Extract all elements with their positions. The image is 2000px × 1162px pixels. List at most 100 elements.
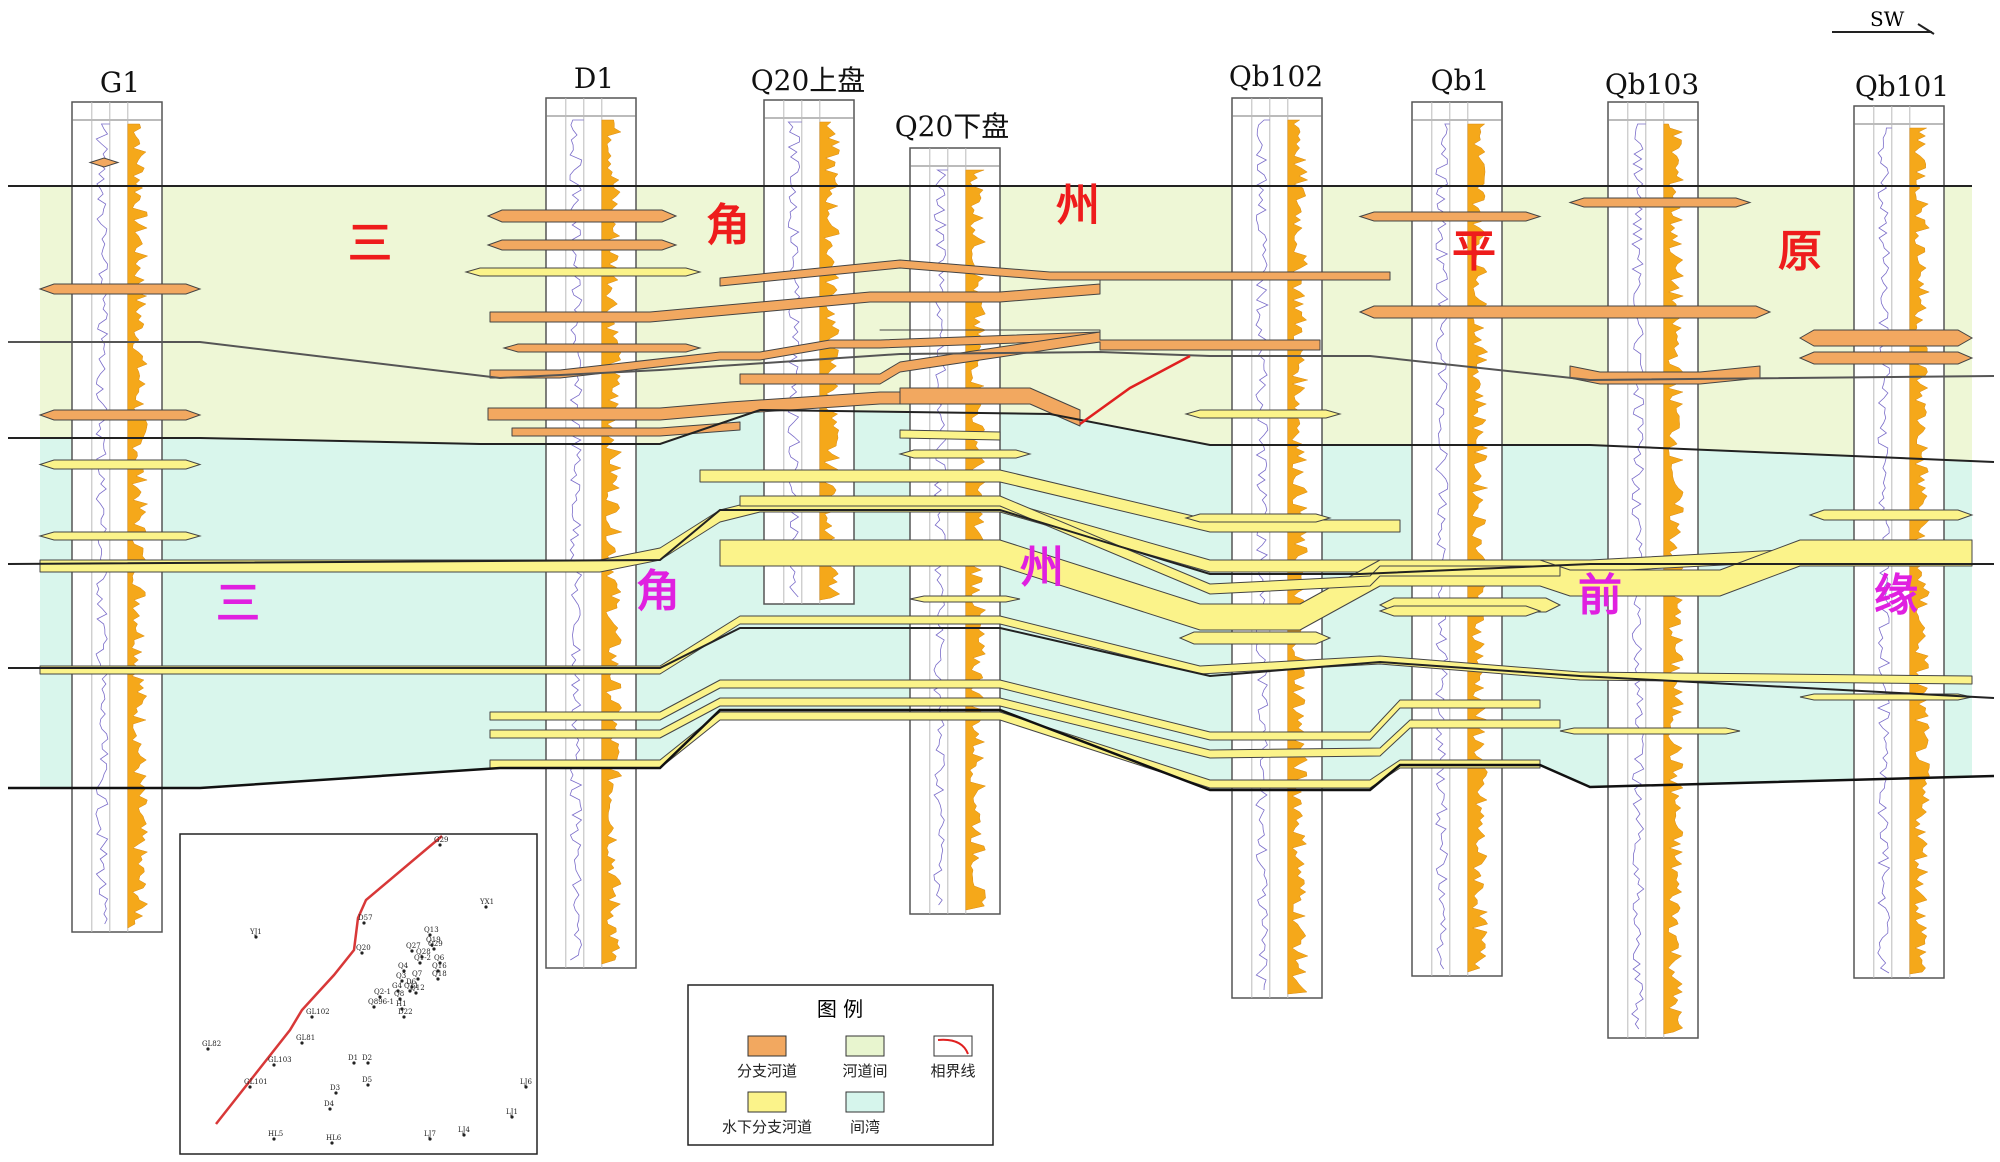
inset-frame bbox=[179, 833, 538, 1155]
log-curve-line bbox=[569, 119, 584, 961]
inset-well-dot bbox=[334, 1091, 338, 1095]
inset-well-label: Q896-1 bbox=[368, 998, 394, 1006]
facies-label-lower: 前 bbox=[1578, 570, 1622, 621]
inset-well-label: YX1 bbox=[479, 898, 494, 906]
legend-label: 水下分支河道 bbox=[722, 1118, 812, 1136]
inset-well-dot bbox=[410, 985, 414, 989]
sand-bodies bbox=[38, 157, 1974, 789]
inset-well-label: Q13 bbox=[424, 926, 439, 934]
log-curve-line bbox=[787, 121, 802, 598]
inset-well-label: HL5 bbox=[268, 1130, 283, 1138]
well-title: D1 bbox=[574, 62, 614, 95]
inset-well-label: G4 bbox=[392, 982, 403, 990]
inset-well-label: Q16 bbox=[432, 962, 447, 970]
horizon-line bbox=[8, 708, 1995, 792]
log-curve-line bbox=[933, 169, 948, 906]
direction-arrow-icon bbox=[1832, 23, 1935, 35]
well-frame bbox=[71, 101, 163, 933]
facies-label-upper: 原 bbox=[1778, 226, 1822, 277]
legend-frame bbox=[687, 984, 994, 1146]
inset-well-label: Q2-1 bbox=[374, 988, 391, 996]
inset-well-dot bbox=[310, 1015, 314, 1019]
well-log-5 bbox=[1231, 97, 1323, 999]
subaqueous-channel bbox=[1184, 513, 1332, 523]
inset-well-label: Q20 bbox=[356, 944, 371, 952]
branch-channel bbox=[1358, 211, 1542, 222]
inset-well-label: YJ1 bbox=[249, 928, 262, 936]
branch-channel bbox=[1798, 329, 1974, 347]
inset-well-label: LJ7 bbox=[424, 1130, 436, 1138]
inset-well-dot bbox=[436, 969, 440, 973]
well-frame bbox=[1411, 101, 1503, 977]
inset-well-label: Q27 bbox=[406, 942, 421, 950]
inset-well-dot bbox=[418, 961, 422, 965]
well-log-2 bbox=[545, 97, 637, 969]
horizon-line bbox=[7, 509, 1994, 575]
facies-label-upper: 州 bbox=[1056, 180, 1100, 231]
inset-well-dot bbox=[416, 977, 420, 981]
legend-label: 河道间 bbox=[842, 1062, 887, 1080]
subaqueous-channel bbox=[1808, 509, 1974, 521]
inset-well-dot bbox=[524, 1085, 528, 1089]
inset-well-dot bbox=[206, 1047, 210, 1051]
facies-label-lower: 缘 bbox=[1874, 570, 1918, 621]
inset-well-dot bbox=[408, 989, 412, 993]
subaqueous-channel bbox=[909, 595, 1021, 603]
log-curve-line bbox=[1255, 119, 1270, 991]
subaqueous-channel bbox=[1559, 727, 1741, 735]
inset-well-dot bbox=[432, 947, 436, 951]
branch-channel bbox=[1568, 197, 1752, 208]
inset-well-dot bbox=[248, 1085, 252, 1089]
branch-channel bbox=[489, 279, 1101, 323]
log-curve-fill bbox=[601, 119, 623, 965]
legend-swatch bbox=[845, 1091, 885, 1113]
well-title: G1 bbox=[100, 66, 140, 99]
subaqueous-channel bbox=[489, 711, 1541, 789]
direction-label: SW bbox=[1870, 7, 1905, 31]
inset-well-label: LJ4 bbox=[458, 1126, 470, 1134]
inset-well-label: Q8 bbox=[394, 990, 404, 998]
inset-well-dot bbox=[272, 1063, 276, 1067]
inset-well-dot bbox=[366, 1061, 370, 1065]
subaqueous-channel bbox=[38, 459, 202, 470]
branch-channel bbox=[719, 259, 1391, 287]
log-curve-line bbox=[1435, 123, 1450, 970]
horizon-line bbox=[8, 627, 1995, 699]
inset-well-dot bbox=[462, 1133, 466, 1137]
well-frame bbox=[545, 97, 637, 969]
branch-channel bbox=[1358, 305, 1772, 319]
legend-swatch bbox=[845, 1035, 885, 1057]
inset-well-dot bbox=[372, 1005, 376, 1009]
well-title: Qb1 bbox=[1431, 64, 1490, 97]
inset-well-label: Q12 bbox=[410, 984, 425, 992]
facies-label-lower: 角 bbox=[636, 566, 680, 617]
inset-well-label: D6 bbox=[406, 978, 417, 986]
inset-well-label: LJ6 bbox=[520, 1078, 532, 1086]
inset-well-label: Q28 bbox=[416, 948, 431, 956]
inset-well-dot bbox=[400, 1007, 404, 1011]
branch-channel bbox=[88, 157, 120, 168]
branch-channel bbox=[899, 387, 1081, 427]
well-title: Qb102 bbox=[1229, 60, 1323, 93]
inset-well-label: GL82 bbox=[202, 1040, 221, 1048]
inset-well-label: HL6 bbox=[326, 1134, 342, 1142]
inset-well-label: Q29 bbox=[428, 940, 443, 948]
inset-well-label: D3 bbox=[330, 1084, 340, 1092]
subaqueous-channel bbox=[489, 697, 1561, 759]
facies-label-lower: 州 bbox=[1020, 542, 1064, 593]
inset-well-label: LJ1 bbox=[506, 1108, 518, 1116]
legend-swatch bbox=[933, 1035, 973, 1057]
branch-channel bbox=[739, 331, 1321, 385]
legend: 图 例 分支河道河道间相界线水下分支河道间湾 bbox=[687, 984, 994, 1146]
branch-channel bbox=[511, 421, 741, 437]
inset-well-dot bbox=[360, 951, 364, 955]
inset-well-dot bbox=[352, 1061, 356, 1065]
inset-well-dot bbox=[402, 1015, 406, 1019]
inset-well-dot bbox=[362, 921, 366, 925]
facies-boundary-line bbox=[1079, 354, 1191, 426]
inset-well-dot bbox=[402, 969, 406, 973]
inset-well-label: GL103 bbox=[268, 1056, 292, 1064]
inset-well-dot bbox=[400, 979, 404, 983]
